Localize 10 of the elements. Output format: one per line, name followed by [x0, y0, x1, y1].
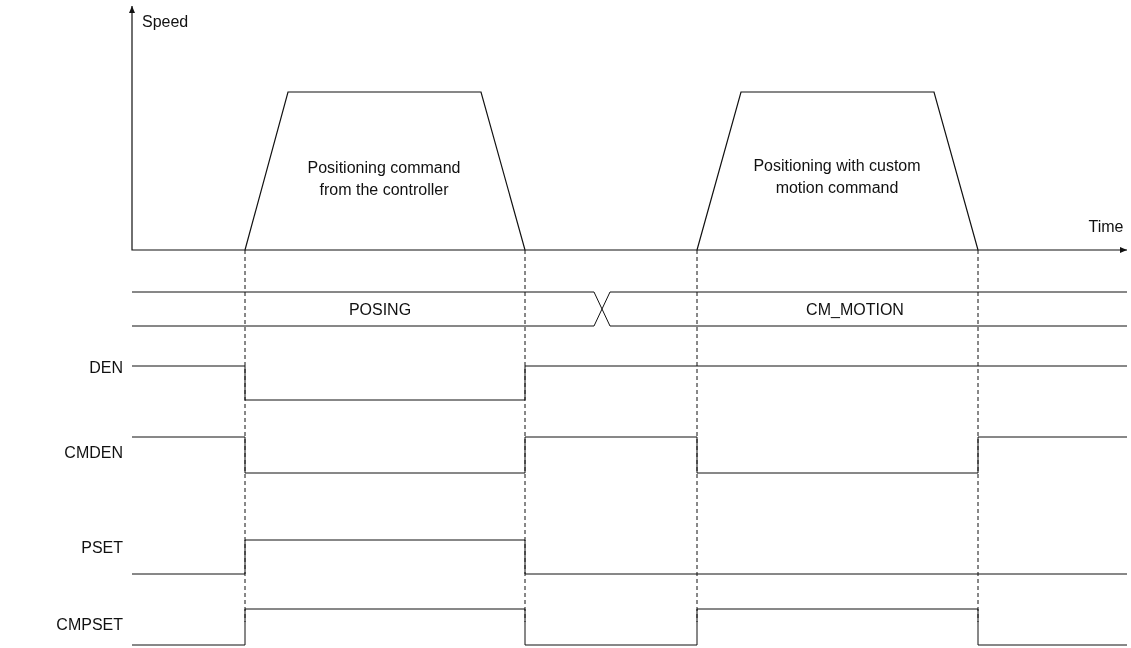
signal-name: CMDEN — [64, 443, 123, 463]
axis-label: Time — [1088, 217, 1124, 237]
state-label: CM_MOTION — [806, 300, 904, 320]
signal-name: PSET — [81, 538, 123, 558]
axis-label: Speed — [142, 12, 189, 32]
profile-label: Positioning with custom motion command — [752, 156, 922, 198]
state-label: POSING — [348, 300, 412, 320]
signal-name: CMPSET — [56, 615, 123, 635]
profile-label: Positioning command from the controller — [306, 158, 462, 200]
signal-name: DEN — [89, 358, 123, 378]
